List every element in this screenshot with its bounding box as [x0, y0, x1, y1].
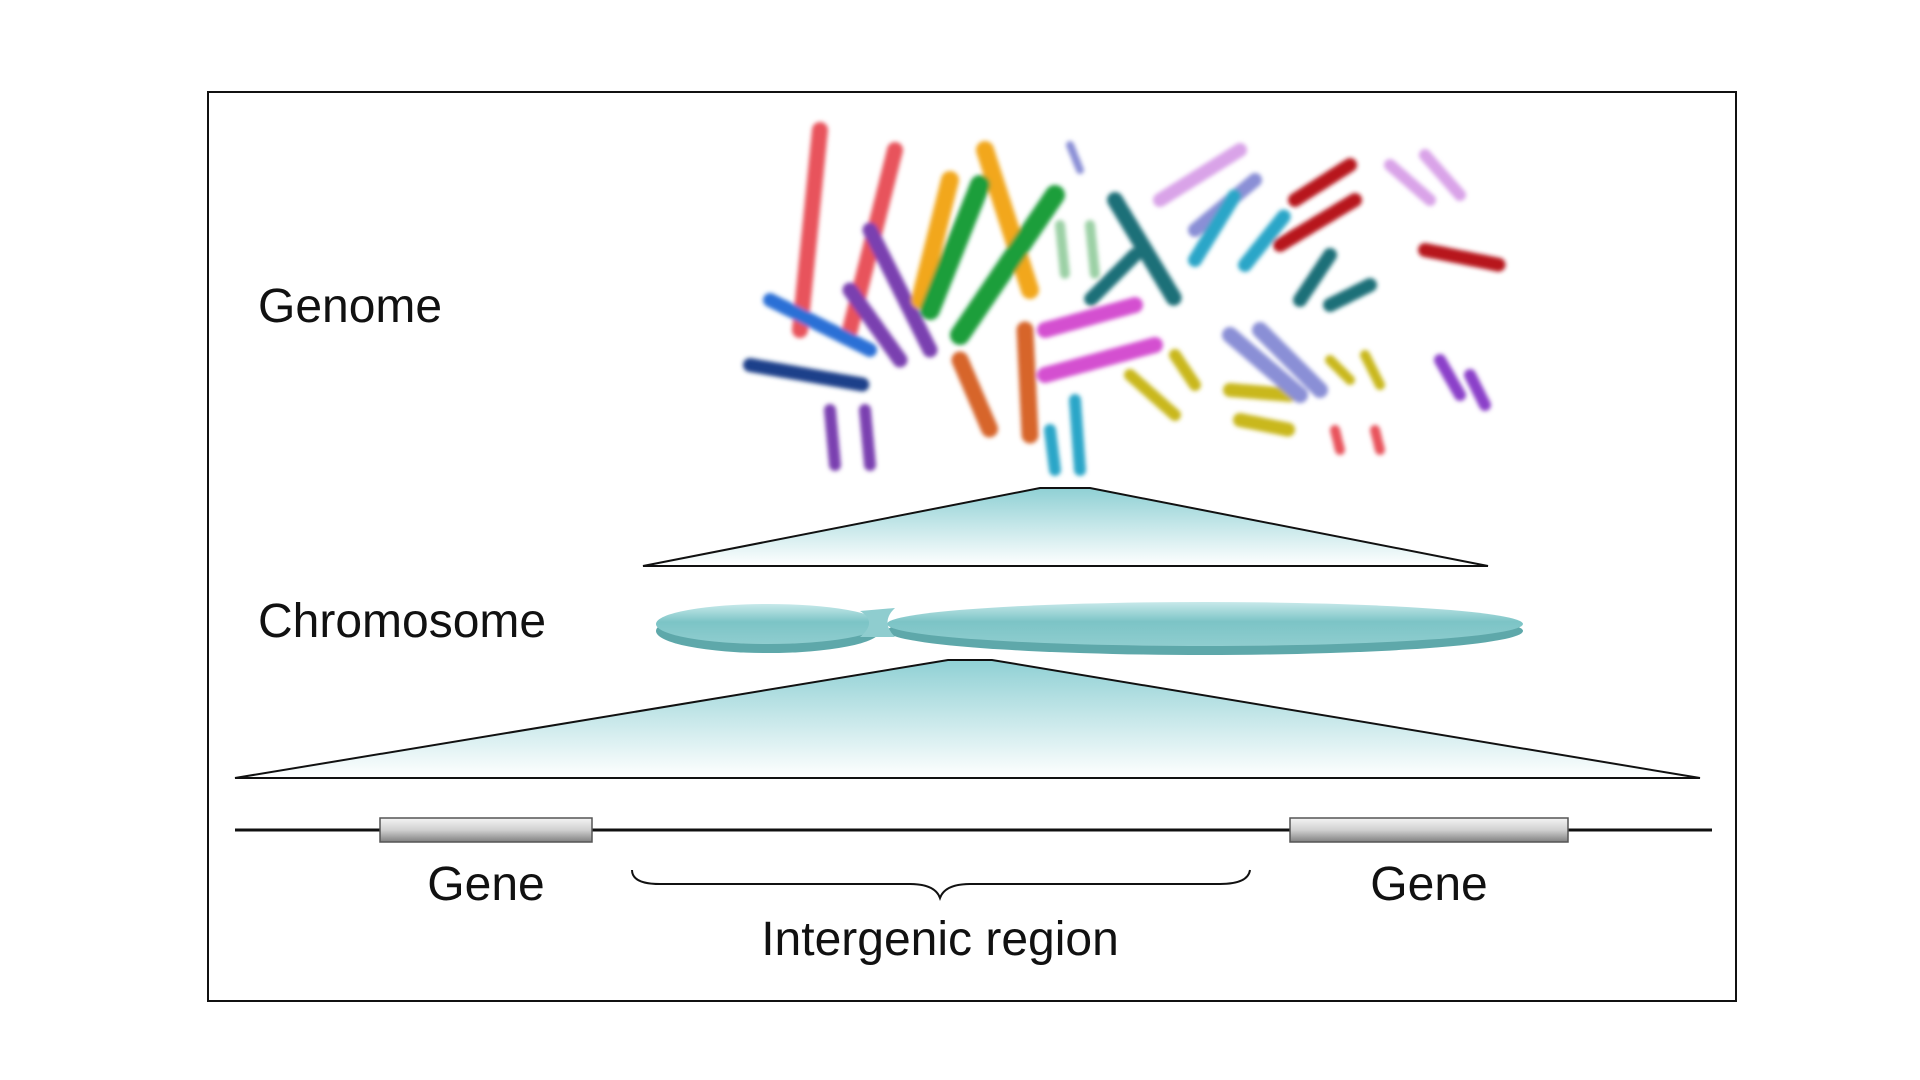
karyotype-chromosome — [1419, 149, 1466, 201]
karyotype-chromosome — [1044, 424, 1061, 476]
intergenic-brace — [631, 869, 1251, 901]
gene-bar-right — [1289, 817, 1569, 843]
karyotype-chromosome — [1418, 243, 1507, 272]
karyotype-chromosome — [951, 351, 999, 439]
gene-bar-left — [379, 817, 593, 843]
karyotype-chromosome — [1222, 327, 1308, 403]
karyotype-chromosome — [1066, 141, 1084, 174]
zoom-wedge-genome-to-chromosome — [642, 487, 1489, 567]
karyotype-illustration — [743, 122, 1507, 476]
karyotype-chromosome — [824, 404, 841, 471]
karyotype-chromosome — [1055, 220, 1070, 280]
karyotype-chromosome — [862, 222, 938, 358]
karyotype-chromosome — [1238, 208, 1292, 272]
karyotype-chromosome — [1288, 158, 1357, 207]
karyotype-chromosome — [976, 141, 1039, 299]
genome-label: Genome — [258, 280, 442, 333]
karyotype-chromosome — [743, 358, 872, 392]
karyotype-chromosome — [763, 293, 877, 357]
karyotype-chromosome — [1434, 354, 1466, 401]
karyotype-chromosome — [1037, 297, 1143, 338]
karyotype-chromosome — [920, 175, 990, 320]
karyotype-chromosome — [1124, 369, 1181, 421]
karyotype-chromosome — [1083, 248, 1142, 307]
karyotype-chromosome — [1233, 413, 1297, 437]
karyotype-chromosome — [1325, 355, 1355, 385]
karyotype-chromosome — [859, 404, 876, 471]
karyotype-chromosome — [1169, 349, 1201, 391]
karyotype-chromosome — [1370, 425, 1385, 455]
gene-label-left: Gene — [427, 858, 544, 911]
karyotype-chromosome — [1293, 248, 1337, 307]
karyotype-chromosome — [1223, 383, 1297, 402]
karyotype-chromosome — [1069, 394, 1086, 476]
karyotype-chromosome — [1252, 322, 1328, 398]
karyotype-chromosome — [792, 122, 828, 338]
karyotype-chromosome — [1153, 143, 1247, 207]
karyotype-chromosome — [1360, 350, 1385, 390]
karyotype-chromosome — [1188, 188, 1242, 267]
chromosome-label: Chromosome — [258, 595, 546, 648]
karyotype-chromosome — [911, 171, 959, 309]
karyotype-chromosome — [1273, 193, 1362, 252]
karyotype-chromosome — [950, 185, 1065, 345]
karyotype-chromosome — [1323, 278, 1377, 312]
intergenic-region-label: Intergenic region — [761, 913, 1119, 966]
karyotype-chromosome — [842, 282, 908, 368]
karyotype-chromosome — [1085, 220, 1100, 280]
chromosome-shape — [656, 602, 1523, 655]
karyotype-chromosome — [1464, 369, 1491, 411]
gene-label-right: Gene — [1370, 858, 1487, 911]
zoom-wedge-chromosome-to-dna — [234, 659, 1701, 779]
karyotype-chromosome — [1107, 192, 1183, 308]
karyotype-chromosome — [1330, 425, 1345, 455]
karyotype-chromosome — [1037, 337, 1163, 383]
karyotype-chromosome — [1016, 321, 1039, 444]
karyotype-chromosome — [1384, 159, 1436, 206]
